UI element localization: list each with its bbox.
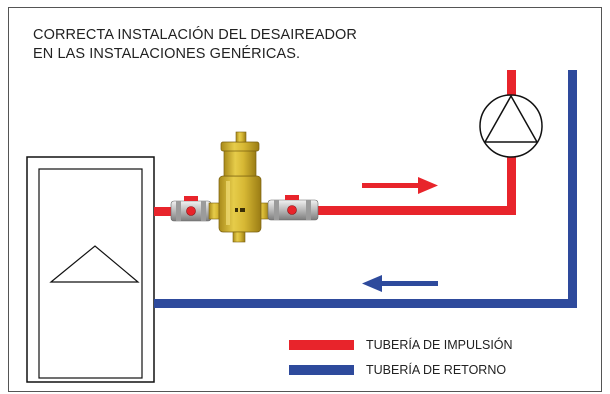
supply-pipe-boiler-stub bbox=[154, 207, 173, 216]
valve-handle-knob bbox=[287, 205, 297, 215]
deaerator-neck bbox=[223, 149, 257, 177]
diagram-title: CORRECTA INSTALACIÓN DEL DESAIREADOR EN … bbox=[33, 26, 453, 64]
valve-thread-right bbox=[306, 200, 311, 220]
return-pipe bbox=[154, 70, 577, 308]
ball-valve-left bbox=[170, 196, 212, 222]
deaerator-cap bbox=[220, 141, 260, 152]
valve-handle-knob bbox=[186, 206, 196, 216]
ball-valve-right bbox=[267, 195, 319, 221]
legend bbox=[289, 340, 354, 375]
legend-swatch-return bbox=[289, 365, 354, 375]
valve-thread-right bbox=[201, 201, 206, 221]
boiler-triangle-symbol bbox=[49, 245, 140, 283]
deaerator-drain bbox=[232, 231, 246, 243]
boiler bbox=[26, 156, 155, 383]
supply-arrow-shaft bbox=[362, 183, 420, 188]
valve-thread-left bbox=[176, 201, 181, 221]
supply-flow-arrow bbox=[362, 177, 438, 194]
deaerator-highlight bbox=[226, 181, 230, 225]
return-arrow-shaft bbox=[380, 281, 438, 286]
circulation-pump bbox=[479, 94, 543, 158]
title-line-1: CORRECTA INSTALACIÓN DEL DESAIREADOR bbox=[33, 27, 358, 43]
legend-swatch-supply bbox=[289, 340, 354, 350]
valve-handle-lever bbox=[184, 196, 198, 201]
deaerator-marking bbox=[240, 208, 245, 212]
deaerator-air-vent bbox=[235, 131, 247, 143]
boiler-inner-panel bbox=[38, 168, 143, 379]
deaerator-marking bbox=[235, 208, 238, 212]
deaerator-body bbox=[218, 175, 262, 233]
deaerator bbox=[208, 131, 270, 243]
legend-label-return: TUBERÍA DE RETORNO bbox=[366, 363, 507, 377]
valve-handle-lever bbox=[285, 195, 299, 200]
legend-label-supply: TUBERÍA DE IMPULSIÓN bbox=[366, 338, 513, 352]
supply-pipe bbox=[154, 70, 516, 216]
return-pipe-horizontal bbox=[154, 299, 577, 308]
supply-pipe-horizontal bbox=[318, 206, 516, 215]
return-flow-arrow bbox=[362, 275, 438, 292]
return-arrow-head bbox=[362, 275, 382, 292]
title-line-2: EN LAS INSTALACIONES GENÉRICAS. bbox=[33, 46, 301, 62]
pump-triangle bbox=[483, 94, 539, 143]
return-pipe-vertical bbox=[568, 70, 577, 308]
supply-arrow-head bbox=[418, 177, 438, 194]
valve-thread-left bbox=[274, 200, 279, 220]
